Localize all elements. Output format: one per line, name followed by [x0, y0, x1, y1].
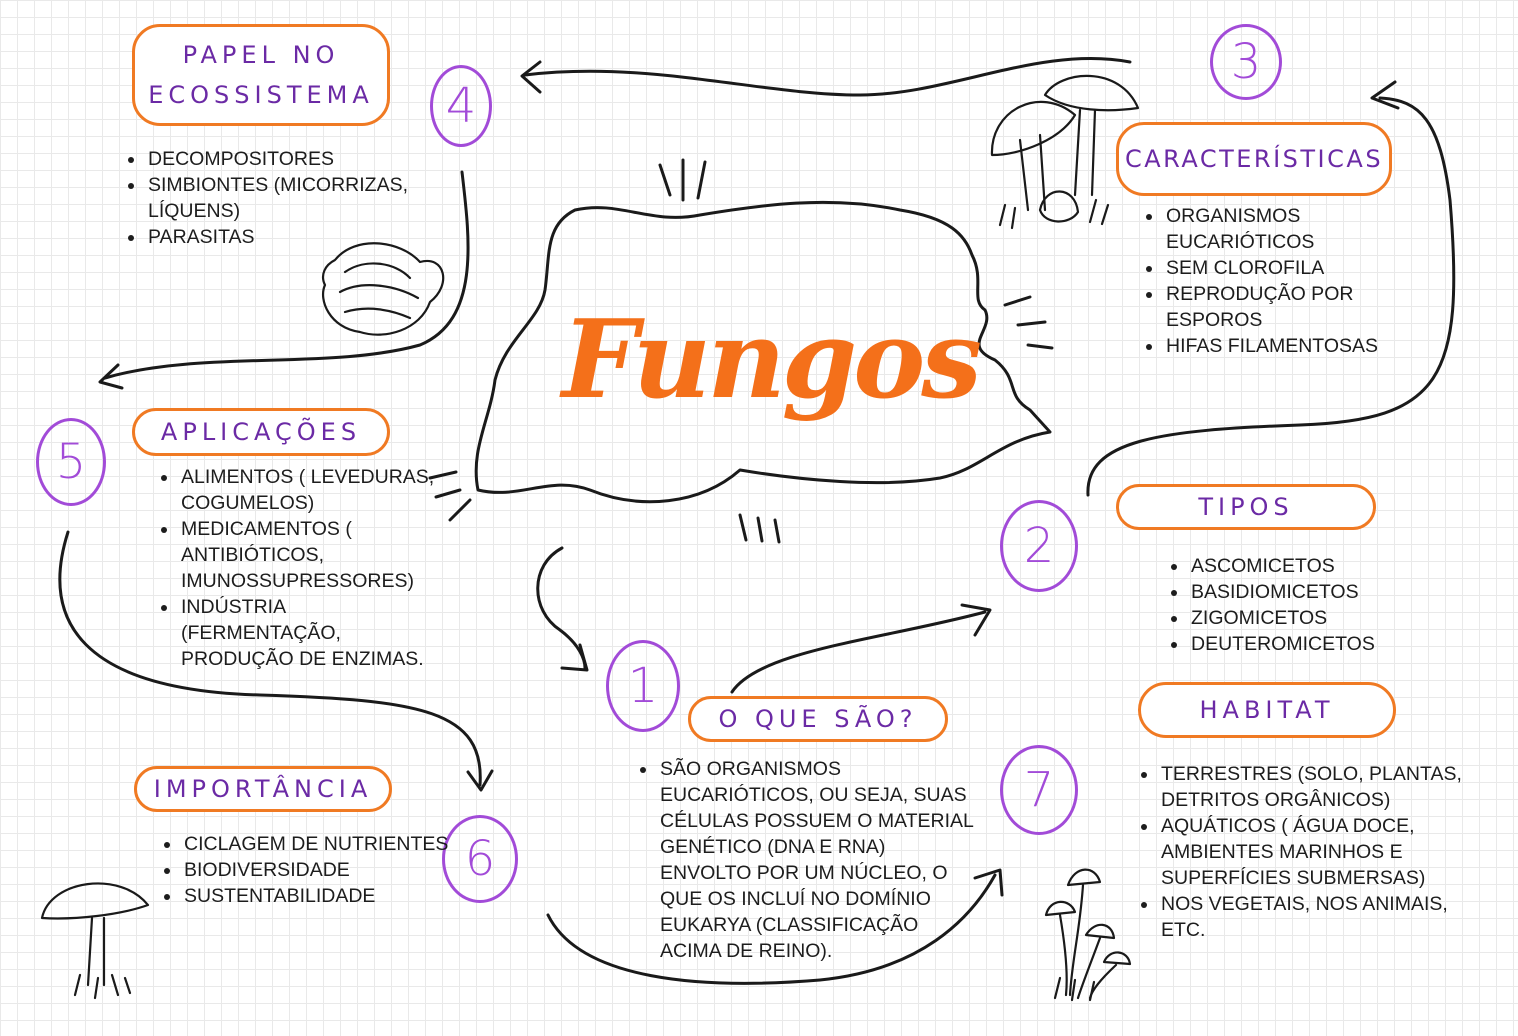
o-que-sao-list: SÃO ORGANISMOS EUCARIÓTICOS, OU SEJA, SU… — [636, 756, 978, 964]
habitat-list: TERRESTRES (SOLO, PLANTAS, DETRITOS ORGÂ… — [1137, 761, 1479, 943]
mushroom-small-icon — [40, 882, 150, 1000]
list-item: HIFAS FILAMENTOSAS — [1164, 333, 1414, 359]
heading-habitat: HABITAT — [1138, 682, 1396, 738]
list-item: DEUTEROMICETOS — [1189, 631, 1409, 657]
list-item: ASCOMICETOS — [1189, 553, 1409, 579]
list-item: NOS VEGETAIS, NOS ANIMAIS, ETC. — [1159, 891, 1479, 943]
list-item: DECOMPOSITORES — [146, 146, 416, 172]
list-item: CICLAGEM DE NUTRIENTES — [182, 831, 472, 857]
importancia-list: CICLAGEM DE NUTRIENTES BIODIVERSIDADE SU… — [160, 831, 472, 909]
list-item: ZIGOMICETOS — [1189, 605, 1409, 631]
papel-list: DECOMPOSITORES SIMBIONTES (MICORRIZAS, L… — [124, 146, 416, 250]
step-number-2: 2 — [1000, 500, 1078, 592]
step-number-6: 6 — [442, 815, 518, 903]
aplicacoes-list: ALIMENTOS ( LEVEDURAS, COGUMELOS) MEDICA… — [157, 464, 449, 672]
emphasis-lines-bottom — [738, 513, 781, 544]
step-number-4: 4 — [430, 65, 492, 147]
emphasis-lines-left — [428, 470, 472, 522]
cloud-frame-icon — [474, 200, 1052, 504]
heading-papel-no-ecossistema: PAPEL NO ECOSSISTEMA — [132, 24, 390, 126]
heading-importancia: IMPORTÂNCIA — [134, 766, 392, 812]
arrow-icon — [523, 57, 1132, 97]
caracteristicas-list: ORGANISMOS EUCARIÓTICOS SEM CLOROFILA RE… — [1142, 203, 1414, 359]
heading-o-que-sao: O QUE SÃO? — [688, 696, 948, 742]
list-item: INDÚSTRIA (FERMENTAÇÃO, PRODUÇÃO DE ENZI… — [179, 594, 449, 672]
mushroom-pair-icon — [990, 74, 1140, 230]
list-item: MEDICAMENTOS ( ANTIBIÓTICOS, IMUNOSSUPRE… — [179, 516, 449, 594]
list-item: SIMBIONTES (MICORRIZAS, LÍQUENS) — [146, 172, 416, 224]
list-item: PARASITAS — [146, 224, 416, 250]
heading-papel-line1: PAPEL NO — [182, 41, 340, 69]
list-item: TERRESTRES (SOLO, PLANTAS, DETRITOS ORGÂ… — [1159, 761, 1479, 813]
list-item: BASIDIOMICETOS — [1189, 579, 1409, 605]
list-item: AQUÁTICOS ( ÁGUA DOCE, AMBIENTES MARINHO… — [1159, 813, 1479, 891]
tipos-list: ASCOMICETOS BASIDIOMICETOS ZIGOMICETOS D… — [1167, 553, 1409, 657]
step-number-7: 7 — [1000, 745, 1078, 835]
list-item: SUSTENTABILIDADE — [182, 883, 472, 909]
list-item: REPRODUÇÃO POR ESPOROS — [1164, 281, 1414, 333]
list-item: SEM CLOROFILA — [1164, 255, 1414, 281]
list-item: BIODIVERSIDADE — [182, 857, 472, 883]
mushroom-cluster-icon — [1044, 868, 1132, 1002]
heading-caracteristicas: CARACTERÍSTICAS — [1116, 122, 1392, 196]
emphasis-lines-top — [658, 158, 707, 202]
list-item: ORGANISMOS EUCARIÓTICOS — [1164, 203, 1414, 255]
step-number-3: 3 — [1210, 24, 1282, 100]
bracket-fungus-icon — [321, 242, 445, 336]
heading-aplicacoes: APLICAÇÕES — [132, 408, 390, 456]
central-title: Fungos — [561, 297, 982, 423]
step-number-5: 5 — [36, 418, 106, 506]
heading-tipos: TIPOS — [1116, 484, 1376, 530]
list-item: ALIMENTOS ( LEVEDURAS, COGUMELOS) — [179, 464, 449, 516]
emphasis-lines-right — [1003, 295, 1054, 350]
heading-papel-line2: ECOSSISTEMA — [148, 81, 374, 109]
list-item: SÃO ORGANISMOS EUCARIÓTICOS, OU SEJA, SU… — [658, 756, 978, 964]
step-number-1: 1 — [606, 640, 680, 732]
